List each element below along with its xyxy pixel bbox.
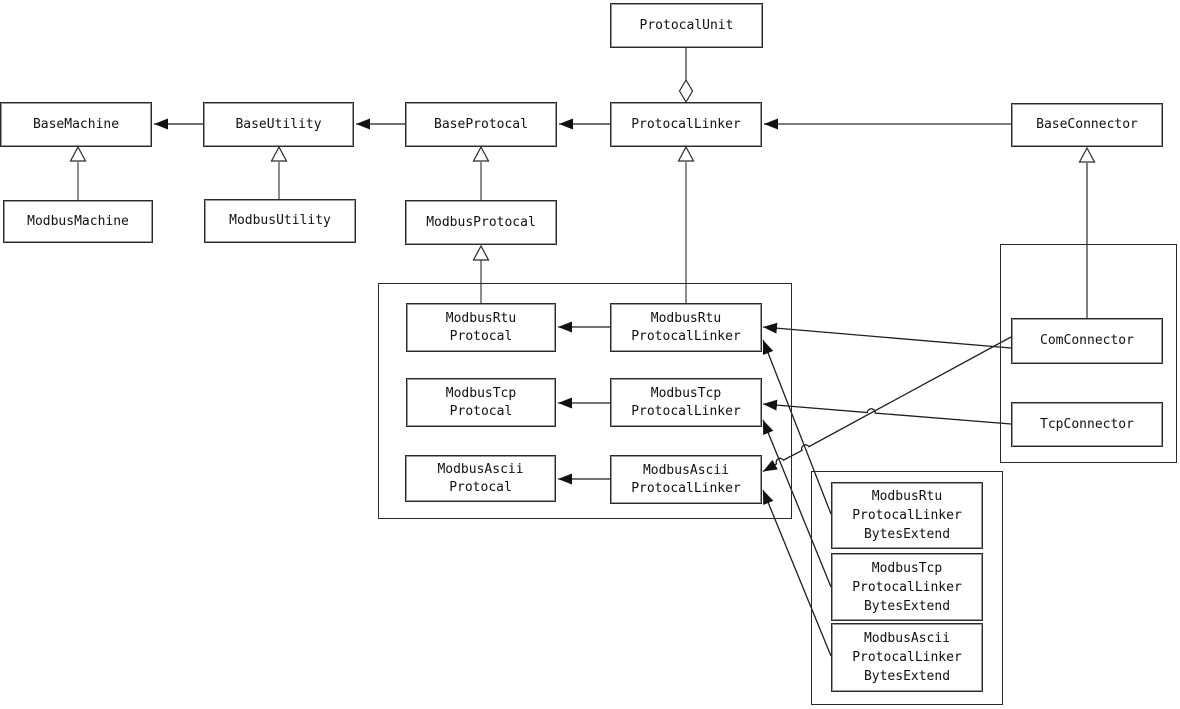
class-box-modbusasciiprotocallinkerbytesextend: ModbusAscii ProtocalLinker BytesExtend [831, 623, 983, 692]
class-box-modbusrtuprotocallinkerbytesextend: ModbusRtu ProtocalLinker BytesExtend [831, 482, 983, 549]
arrow-tcpconnector-tcplinker [762, 399, 1012, 425]
class-box-comconnector: ComConnector [1011, 318, 1163, 364]
inheritance-triangle [270, 145, 288, 162]
class-box-protocalunit: ProtocalUnit [610, 3, 763, 48]
class-box-modbusasciiprotocal: ModbusAscii Protocal [405, 455, 556, 502]
association-lines [154, 118, 1012, 657]
inheritance-triangle [1078, 146, 1096, 163]
class-box-baseprotocal: BaseProtocal [405, 102, 557, 147]
arrow-comconnector-asciilinker [762, 336, 1012, 473]
aggregation-diamond [678, 78, 694, 104]
class-box-baseconnector: BaseConnector [1011, 103, 1163, 147]
class-box-modbustcpprotocal: ModbusTcp Protocal [406, 378, 556, 427]
inheritance-triangles [69, 145, 1096, 261]
class-box-modbusmachine: ModbusMachine [3, 200, 153, 243]
inheritance-triangle [472, 244, 490, 261]
arrow-asciibytesextend-asciilinker [762, 489, 832, 657]
class-box-modbustcpprotocallinker: ModbusTcp ProtocalLinker [610, 378, 762, 427]
class-box-modbusrtuprotocallinker: ModbusRtu ProtocalLinker [610, 303, 762, 352]
class-box-modbustcpprotocallinkerbytesextend: ModbusTcp ProtocalLinker BytesExtend [831, 553, 983, 621]
inheritance-triangle [677, 145, 695, 162]
group-box-modbus-protocal-linkers [378, 283, 792, 519]
arrow-rtubytesextend-rtulinker [762, 339, 832, 515]
class-box-tcpconnector: TcpConnector [1011, 402, 1163, 447]
group-box-bytes-extends [811, 471, 1003, 705]
class-box-modbusasciiprotocallinker: ModbusAscii ProtocalLinker [610, 455, 762, 504]
group-box-connectors [1000, 244, 1177, 463]
class-box-basemachine: BaseMachine [0, 102, 152, 147]
arrow-comconnector-rtulinker [762, 322, 1012, 349]
class-box-modbusrtuprotocal: ModbusRtu Protocal [406, 303, 556, 352]
class-box-modbusprotocal: ModbusProtocal [405, 200, 557, 245]
class-box-baseutility: BaseUtility [203, 102, 354, 147]
arrow-tcpbytesextend-tcplinker [762, 419, 832, 588]
inheritance-triangle [69, 145, 87, 162]
class-box-modbusutility: ModbusUtility [204, 199, 356, 243]
inheritance-lines [77, 162, 1088, 318]
inheritance-triangle [472, 145, 490, 162]
aggregation-protocalunit-protocallinker [678, 48, 694, 104]
class-box-protocallinker: ProtocalLinker [610, 102, 762, 147]
